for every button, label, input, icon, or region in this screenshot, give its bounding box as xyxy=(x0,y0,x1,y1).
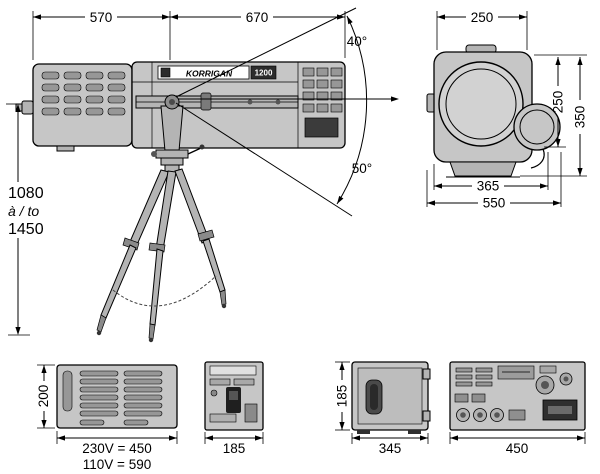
head-front-view xyxy=(426,44,561,178)
focus-rail xyxy=(135,92,299,111)
ballast-handle-slot xyxy=(62,370,73,412)
dim-365-label: 365 xyxy=(477,179,500,194)
dim-230v-label: 230V = 450 xyxy=(82,441,151,456)
height-min-label: 1080 xyxy=(8,185,44,202)
dim-head-depths: 365 550 xyxy=(426,152,562,211)
brand-plate: KORRIGAN 1200 xyxy=(157,65,277,80)
focus-slider xyxy=(200,92,212,111)
tilt-down-label: 50° xyxy=(352,161,372,176)
indicator-lamp xyxy=(210,389,218,397)
dim-350-label: 350 xyxy=(573,106,588,129)
foot xyxy=(357,430,370,434)
cable-tail xyxy=(530,148,545,169)
dim-head-heights: 250 350 xyxy=(520,54,588,177)
tilt-up-label: 40° xyxy=(347,34,367,49)
side-view-projector: KORRIGAN 1200 xyxy=(15,61,346,152)
dim-height-range: 1080 à / to 1450 xyxy=(6,103,44,336)
tilt-up-line xyxy=(175,7,357,98)
tilt-angles: 40° 50° xyxy=(175,7,399,217)
fuse-holder xyxy=(471,393,486,403)
dim-345-label: 345 xyxy=(379,441,402,456)
rear-knob xyxy=(21,100,34,115)
dim-110v-label: 110V = 590 xyxy=(83,457,151,472)
dim-450-label: 450 xyxy=(506,441,529,456)
dim-185-front-label: 185 xyxy=(223,441,246,456)
height-joiner-label: à / to xyxy=(8,203,39,219)
axis-arrowhead-icon xyxy=(391,96,399,102)
pivot-center xyxy=(169,99,175,105)
tripod xyxy=(96,144,227,343)
head-base xyxy=(449,161,517,177)
lens-circle xyxy=(438,61,524,147)
dim-250-top-label: 250 xyxy=(471,10,494,25)
tilt-arc xyxy=(336,15,368,205)
dim-200-label: 200 xyxy=(36,385,51,408)
fuse-holder xyxy=(454,393,469,403)
dim-head-width: 250 xyxy=(436,10,528,50)
dim-550-label: 550 xyxy=(483,196,506,211)
safety-chain xyxy=(112,275,217,307)
lens-inner-ring xyxy=(445,68,517,140)
model-label: 1200 xyxy=(255,69,273,78)
dim-570-670: 570 670 xyxy=(32,10,346,60)
height-max-label: 1450 xyxy=(8,221,44,238)
ballast-end-view: 185 345 xyxy=(335,361,431,456)
collar-knob xyxy=(151,151,157,157)
yoke xyxy=(160,105,184,152)
lamphouse-foot xyxy=(56,145,75,152)
foot xyxy=(408,430,421,434)
ballast-side-vents xyxy=(79,370,163,426)
brand-label: KORRIGAN xyxy=(186,69,233,79)
tilt-down-line xyxy=(175,102,353,217)
crank-handle xyxy=(187,147,202,155)
ballast-side-view: 200 230V = 450 110V = 590 xyxy=(36,364,178,472)
lamphouse-vents xyxy=(41,71,126,116)
dim-670-label: 670 xyxy=(246,10,269,25)
front-grille xyxy=(302,67,343,138)
dim-570-label: 570 xyxy=(90,10,113,25)
ballast-front-view: 185 xyxy=(204,361,264,456)
cable-ring xyxy=(513,103,561,151)
dim-250-right-label: 250 xyxy=(551,91,566,114)
ballast-rear-view: 450 xyxy=(449,361,586,456)
brand-logo-icon xyxy=(160,67,171,78)
dim-185-rear-label: 185 xyxy=(335,385,350,408)
